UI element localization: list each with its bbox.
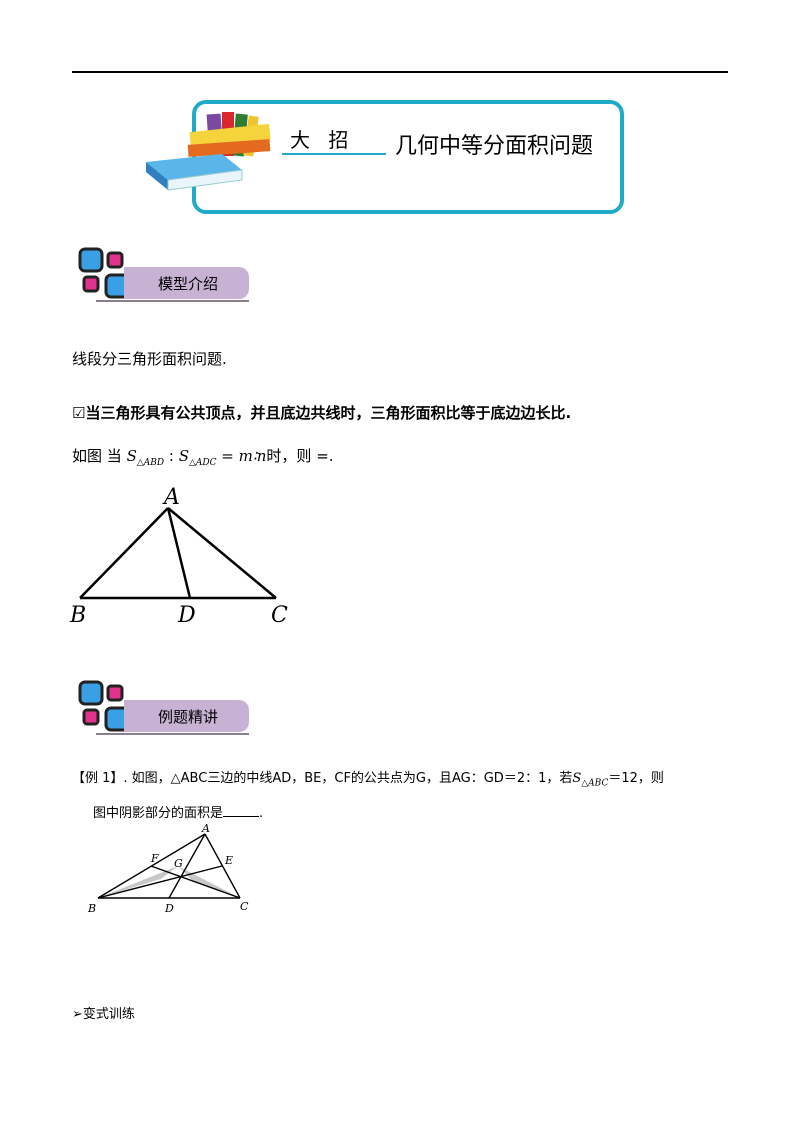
banner-divider <box>282 153 386 155</box>
formula-s2: S <box>178 447 189 465</box>
label-b: B <box>87 902 96 915</box>
section-title-examples-text: 例题精讲 <box>158 707 219 726</box>
label-d: D <box>164 902 174 915</box>
formula-eq: = m∶n <box>216 447 267 465</box>
section-blocks-icon <box>78 680 130 732</box>
answer-blank[interactable] <box>223 816 260 817</box>
label-c: C <box>240 900 249 913</box>
section-underline <box>96 733 249 735</box>
shaded-region-left <box>98 866 178 898</box>
top-rule <box>72 71 728 73</box>
example1-text-b: ＝12，则 <box>608 771 664 786</box>
label-g: G <box>174 857 183 870</box>
segment-ad <box>166 507 192 599</box>
triangle-figure: A B D C <box>69 485 288 628</box>
section-title-model-text: 模型介绍 <box>158 274 219 293</box>
formula-s2-sub: △ADC <box>188 458 217 468</box>
section-title-examples: 例题精讲 <box>124 700 249 732</box>
label-f: F <box>150 852 159 865</box>
formula-suffix: 时，则 =. <box>266 447 334 465</box>
example1-tag: 【例 1】 <box>72 771 124 786</box>
edge-ab <box>79 507 169 599</box>
example1-line1: 【例 1】. 如图，△ABC三边的中线AD，BE，CF的公共点为G，且AG：GD… <box>72 767 664 789</box>
formula-s1: S <box>126 447 137 465</box>
books-icon <box>146 112 271 191</box>
label-e: E <box>224 854 233 867</box>
section-title-model: 模型介绍 <box>124 267 249 299</box>
formula-s1-sub: △ABD <box>136 458 165 468</box>
formula-line: 如图 当 S△ABD : S△ADC = m∶n时，则 =. <box>72 445 334 468</box>
label-b: B <box>69 603 86 628</box>
example1-text-a: . 如图，△ABC三边的中线AD，BE，CF的公共点为G，且AG：GD＝2：1，… <box>123 771 573 786</box>
medians-figure: A B C D E F G <box>87 822 249 915</box>
label-d: D <box>177 603 196 628</box>
example1-s: S <box>572 771 582 786</box>
banner-title: 几何中等分面积问题 <box>395 134 594 159</box>
banner-tag: 大 招 <box>290 128 355 152</box>
label-c: C <box>271 603 288 628</box>
formula-colon: : <box>164 447 179 465</box>
section-blocks-icon <box>78 247 130 299</box>
example1-period: . <box>259 806 264 821</box>
variation-heading: ➢变式训练 <box>72 1007 135 1022</box>
example1-question: 图中阴影部分的面积是 <box>93 806 224 821</box>
example1-line2: 图中阴影部分的面积是. <box>93 802 263 821</box>
formula-prefix: 如图 当 <box>72 447 122 465</box>
section-underline <box>96 300 249 302</box>
label-a: A <box>201 822 210 835</box>
label-a: A <box>162 485 180 510</box>
example1-s-sub: △ABC <box>581 778 609 789</box>
edge-ac <box>167 507 277 599</box>
intro-line: 线段分三角形面积问题. <box>72 350 227 368</box>
rule-line: ☑当三角形具有公共顶点，并且底边共线时，三角形面积比等于底边边长比. <box>72 404 572 422</box>
